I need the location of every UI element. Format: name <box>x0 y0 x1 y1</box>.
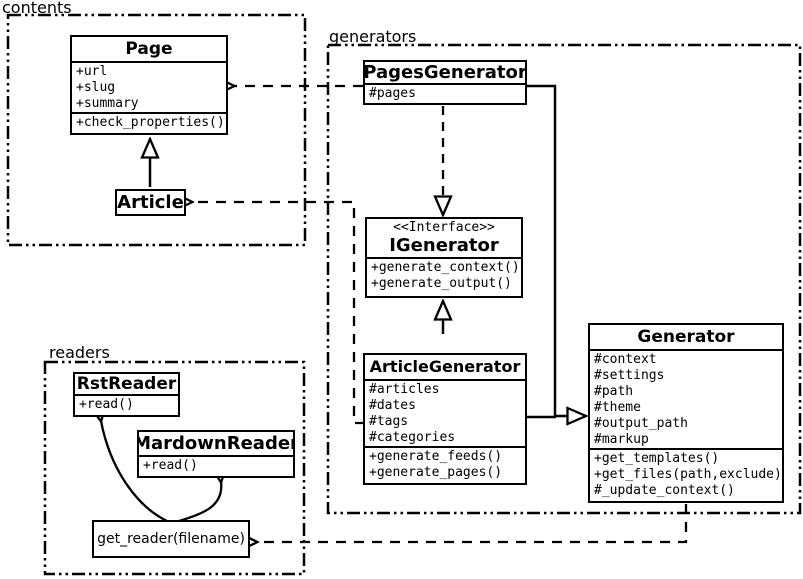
attribute-row: #path <box>594 384 634 399</box>
class-box-article: Article <box>115 189 186 216</box>
attributes-compartment: +url +slug +summary <box>72 61 226 112</box>
method-row: +generate_context() <box>371 260 520 275</box>
package-label-generators: generators <box>329 27 417 46</box>
attribute-row: #articles <box>369 382 440 397</box>
class-box-rstreader: RstReader +read() <box>73 372 180 417</box>
method-row: +read() <box>79 397 134 412</box>
attributes-compartment: #articles #dates #tags #categories <box>365 379 525 446</box>
package-frame-readers <box>43 360 306 576</box>
arrow-generator-to-getreader <box>257 504 688 542</box>
class-title-article: Article <box>117 191 184 213</box>
package-label-readers: readers <box>49 343 110 362</box>
attribute-row: #settings <box>594 368 665 383</box>
method-row: +generate_pages() <box>369 465 503 480</box>
method-row: +generate_feeds() <box>369 449 503 464</box>
arrow-articlegenerator-to-article <box>192 202 365 425</box>
attribute-row: #pages <box>369 86 416 101</box>
attributes-compartment: #context #settings #path #theme #output_… <box>590 349 782 448</box>
package-label-contents: contents <box>2 0 72 17</box>
class-title-igenerator: <<Interface>> IGenerator <box>367 219 521 257</box>
methods-compartment: +get_templates() +get_files(path,exclude… <box>590 448 782 499</box>
class-title-generator: Generator <box>637 326 735 347</box>
methods-compartment: +generate_context() +generate_output() <box>367 257 521 292</box>
class-title-mardownreader: MardownReader <box>137 432 295 454</box>
method-row: +read() <box>143 458 198 473</box>
arrow-getreader-to-rstreader <box>101 421 168 523</box>
attribute-row: #output_path <box>594 416 688 431</box>
class-title-articlegenerator: ArticleGenerator <box>369 357 521 377</box>
method-row: +get_templates() <box>594 451 720 466</box>
attribute-row: #theme <box>594 400 641 415</box>
method-row: +get_files(path,exclude) <box>594 467 782 482</box>
class-box-mardownreader: MardownReader +read() <box>137 430 295 478</box>
attribute-row: #dates <box>369 398 416 413</box>
arrow-pagesgenerator-extends-generator <box>527 84 557 416</box>
stereotype-label: <<Interface>> <box>393 220 495 235</box>
class-box-generator: Generator #context #settings #path #them… <box>588 323 784 503</box>
methods-compartment: +read() <box>75 394 178 413</box>
class-box-articlegenerator: ArticleGenerator #articles #dates #tags … <box>363 353 527 485</box>
method-row: +check_properties() <box>76 115 225 130</box>
attribute-row: #categories <box>369 430 456 445</box>
method-row: #_update_context() <box>594 483 735 498</box>
arrow-getreader-to-mardownreader <box>178 482 221 523</box>
attribute-row: +slug <box>76 80 116 95</box>
attributes-compartment: #pages <box>365 83 525 102</box>
methods-compartment: +check_properties() <box>72 112 226 131</box>
class-box-pagesgenerator: PagesGenerator #pages <box>363 60 527 105</box>
methods-compartment: +read() <box>139 455 293 474</box>
class-box-igenerator: <<Interface>> IGenerator +generate_conte… <box>365 217 523 298</box>
function-box-get-reader: get_reader(filename) <box>92 520 250 558</box>
class-box-page: Page +url +slug +summary +check_properti… <box>70 35 228 135</box>
attribute-row: #markup <box>594 432 649 447</box>
methods-compartment: +generate_feeds() +generate_pages() <box>365 446 525 481</box>
method-row: +generate_output() <box>371 276 512 291</box>
package-frame-contents <box>6 13 307 247</box>
function-label: get_reader(filename) <box>97 531 245 547</box>
class-title-page: Page <box>125 38 173 59</box>
attribute-row: #tags <box>369 414 409 429</box>
class-title-rstreader: RstReader <box>76 373 177 394</box>
attribute-row: #context <box>594 352 657 367</box>
package-frame-generators <box>326 43 802 515</box>
attribute-row: +summary <box>76 96 139 111</box>
class-title-pagesgenerator: PagesGenerator <box>363 61 527 83</box>
interface-name: IGenerator <box>389 235 499 256</box>
attribute-row: +url <box>76 64 108 79</box>
